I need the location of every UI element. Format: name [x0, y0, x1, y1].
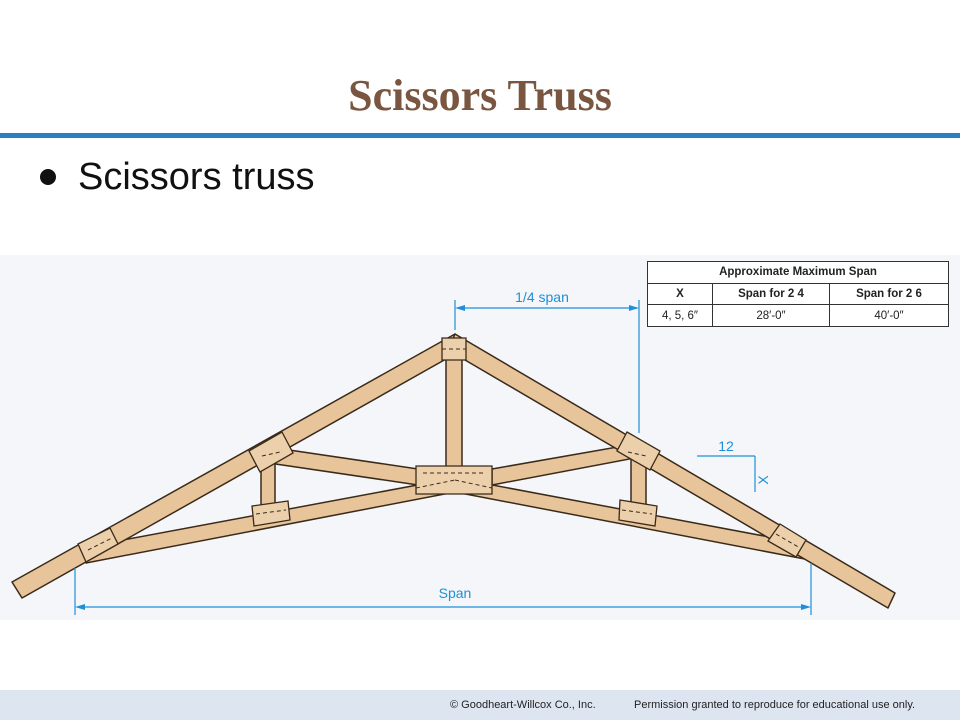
apex-gusset-plate	[441, 337, 467, 361]
pitch-run-label: 12	[718, 438, 734, 454]
right-heel-connector-mark	[775, 533, 801, 549]
pitch-rise-label: X	[755, 475, 771, 485]
footer-permission: Permission granted to reproduce for educ…	[634, 699, 916, 711]
right-lower-gusset-plate	[618, 499, 658, 527]
footer-copyright: © Goodheart-Willcox Co., Inc.	[450, 699, 596, 711]
center-connector-mark-right	[454, 479, 493, 489]
title-divider	[0, 133, 960, 138]
quarter-span-right-arrow	[629, 305, 639, 311]
right-heel-gusset-plate	[767, 523, 807, 558]
scissors-truss-diagram: 1/4 span Span 12 X	[11, 289, 896, 615]
bullet-item: Scissors truss	[40, 152, 314, 202]
left-lower-connector-mark	[255, 509, 287, 515]
table-cell-span-2x6: 40′-0″	[829, 304, 949, 327]
approximate-span-table: Approximate Maximum Span X Span for 2 4 …	[647, 261, 949, 327]
left-upper-connector-mark	[261, 451, 281, 457]
slide-title: Scissors Truss	[348, 71, 612, 120]
span-label: Span	[439, 585, 472, 601]
quarter-span-left-arrow	[455, 305, 465, 311]
left-upper-gusset-plate	[248, 431, 294, 473]
quarter-span-label: 1/4 span	[515, 289, 569, 305]
table-header-x: X	[647, 282, 713, 306]
bullet-text: Scissors truss	[78, 155, 315, 198]
left-heel-connector-mark	[87, 537, 113, 551]
footer-bar: © Goodheart-Willcox Co., Inc. Permission…	[0, 690, 960, 720]
right-upper-connector-mark	[627, 451, 647, 457]
table-cell-x: 4, 5, 6″	[647, 304, 713, 327]
bullet-dot-icon	[40, 169, 56, 185]
center-vertical-web	[445, 349, 463, 471]
right-upper-gusset-plate	[616, 431, 661, 471]
table-header-row: X Span for 2 4 Span for 2 6	[647, 282, 949, 306]
span-left-arrow	[75, 604, 85, 610]
left-heel-gusset-plate	[77, 527, 119, 563]
table-cell-span-2x4: 28′-0″	[712, 304, 830, 327]
span-right-arrow	[801, 604, 811, 610]
left-lower-gusset-plate	[251, 500, 291, 527]
table-title-row: Approximate Maximum Span	[647, 261, 949, 284]
table-header-span-2x4: Span for 2 4	[712, 282, 830, 306]
table-title: Approximate Maximum Span	[647, 261, 949, 284]
table-header-span-2x6: Span for 2 6	[829, 282, 949, 306]
table-row: 4, 5, 6″ 28′-0″ 40′-0″	[647, 304, 949, 327]
right-lower-connector-mark	[621, 509, 653, 515]
